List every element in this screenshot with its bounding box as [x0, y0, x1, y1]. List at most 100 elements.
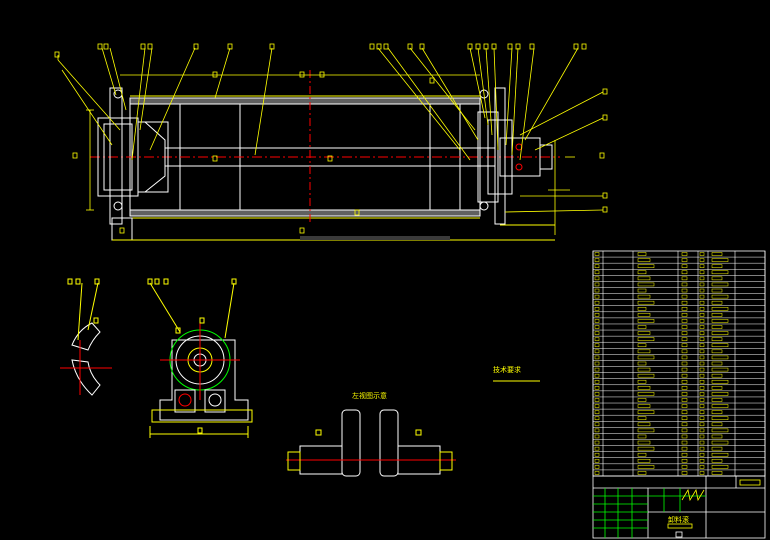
parts-table-cell-mark [681, 410, 688, 414]
parts-table-cell-mark [594, 337, 600, 341]
parts-table-cell-mark [681, 428, 688, 433]
parts-table-cell-mark [699, 300, 705, 305]
parts-table-cell-mark [594, 361, 600, 366]
main-section-view [90, 70, 560, 241]
parts-table-cell-mark [699, 349, 705, 354]
parts-table-cell-mark [681, 264, 688, 268]
parts-table-cell-mark [637, 349, 651, 354]
parts-table-cell-mark [594, 373, 600, 378]
parts-table-cell-mark [711, 410, 723, 414]
parts-list-table [592, 250, 766, 477]
parts-table-cell-mark [637, 440, 651, 445]
parts-table-cell-mark [637, 379, 647, 384]
side-view-label: 左视图示意 [352, 391, 387, 400]
parts-table-cell-mark [699, 446, 705, 451]
parts-table-cell-mark [681, 276, 688, 281]
parts-table-cell-mark [711, 446, 723, 451]
parts-table-cell-mark [681, 459, 688, 463]
parts-table-cell-mark [711, 307, 729, 311]
parts-table-cell-mark [637, 325, 647, 329]
parts-table-cell-mark [637, 367, 651, 372]
parts-table-cell-mark [711, 355, 729, 360]
parts-table-cell-mark [637, 319, 655, 323]
parts-table-cell-mark [699, 282, 705, 287]
parts-table-cell-mark [594, 282, 600, 287]
parts-table-cell-mark [637, 300, 655, 305]
parts-table-cell-mark [681, 367, 688, 372]
parts-table-cell-mark [637, 422, 651, 427]
parts-table-cell-mark [637, 337, 655, 341]
parts-table-cell-mark [681, 307, 688, 311]
parts-table-cell-mark [711, 282, 729, 287]
parts-table-cell-mark [711, 337, 723, 341]
parts-table-cell-mark [594, 252, 600, 256]
parts-table-cell-mark [637, 313, 651, 317]
parts-table-cell-mark [681, 471, 688, 475]
parts-table-cell-mark [699, 258, 705, 262]
parts-table-cell-mark [637, 459, 651, 463]
parts-table-cell-mark [711, 422, 723, 427]
parts-table-cell-mark [637, 392, 655, 396]
parts-table-cell-mark [594, 276, 600, 281]
parts-table-cell-mark [711, 367, 729, 372]
parts-table-cell-mark [594, 416, 600, 421]
parts-table-cell-mark [637, 452, 647, 457]
parts-table-cell-mark [699, 264, 705, 268]
parts-table-cell-mark [637, 373, 655, 378]
parts-table-cell-mark [594, 367, 600, 372]
parts-table-cell-mark [699, 410, 705, 414]
parts-table-cell-mark [711, 300, 723, 305]
parts-table-cell-mark [637, 410, 655, 414]
parts-table-cell-mark [699, 294, 705, 299]
parts-table-cell-mark [637, 282, 655, 287]
parts-table-cell-mark [637, 294, 651, 299]
parts-table-cell-mark [681, 361, 688, 366]
parts-table-cell-mark [699, 434, 705, 439]
parts-table-cell-mark [711, 343, 729, 348]
parts-table-cell-mark [699, 355, 705, 360]
parts-table-cell-mark [711, 331, 729, 335]
parts-table-cell-mark [699, 471, 705, 475]
parts-table-cell-mark [681, 379, 688, 384]
parts-table-cell-mark [637, 276, 651, 281]
parts-table-cell-mark [681, 465, 688, 469]
parts-table-cell-mark [699, 440, 705, 445]
parts-table-cell-mark [637, 428, 655, 433]
parts-table-cell-mark [699, 337, 705, 341]
parts-table-cell-mark [681, 349, 688, 354]
parts-table-cell-mark [594, 465, 600, 469]
parts-table-cell-mark [681, 300, 688, 305]
parts-table-cell-mark [681, 440, 688, 445]
parts-table-cell-mark [711, 428, 729, 433]
parts-table-cell-mark [699, 361, 705, 366]
parts-table-cell-mark [699, 307, 705, 311]
parts-table-cell-mark [681, 331, 688, 335]
parts-table-cell-mark [637, 343, 647, 348]
parts-table-cell-mark [699, 313, 705, 317]
parts-table-cell-mark [681, 452, 688, 457]
parts-table-cell-mark [594, 446, 600, 451]
parts-table-cell-mark [594, 325, 600, 329]
parts-table-cell-mark [594, 343, 600, 348]
end-view-bearing [147, 278, 253, 438]
parts-table-cell-mark [699, 416, 705, 421]
parts-table-cell-mark [681, 392, 688, 396]
parts-table-cell-mark [637, 288, 647, 293]
parts-table-cell-mark [681, 404, 688, 408]
title-block [592, 475, 766, 539]
parts-table-cell-mark [699, 367, 705, 372]
parts-table-cell-mark [637, 416, 647, 421]
parts-table-cell-mark [637, 434, 647, 439]
parts-table-cell-mark [711, 252, 723, 256]
parts-table-cell-mark [711, 471, 723, 475]
leader-lines-top [57, 47, 604, 213]
parts-table-cell-mark [637, 264, 655, 268]
parts-table-cell-mark [681, 337, 688, 341]
parts-table-cell-mark [637, 252, 647, 256]
parts-table-cell-mark [711, 349, 723, 354]
parts-table-cell-mark [711, 404, 729, 408]
parts-table-cell-mark [637, 355, 655, 360]
parts-table-cell-mark [711, 379, 729, 384]
parts-table-cell-mark [637, 331, 651, 335]
parts-table-cell-mark [594, 313, 600, 317]
